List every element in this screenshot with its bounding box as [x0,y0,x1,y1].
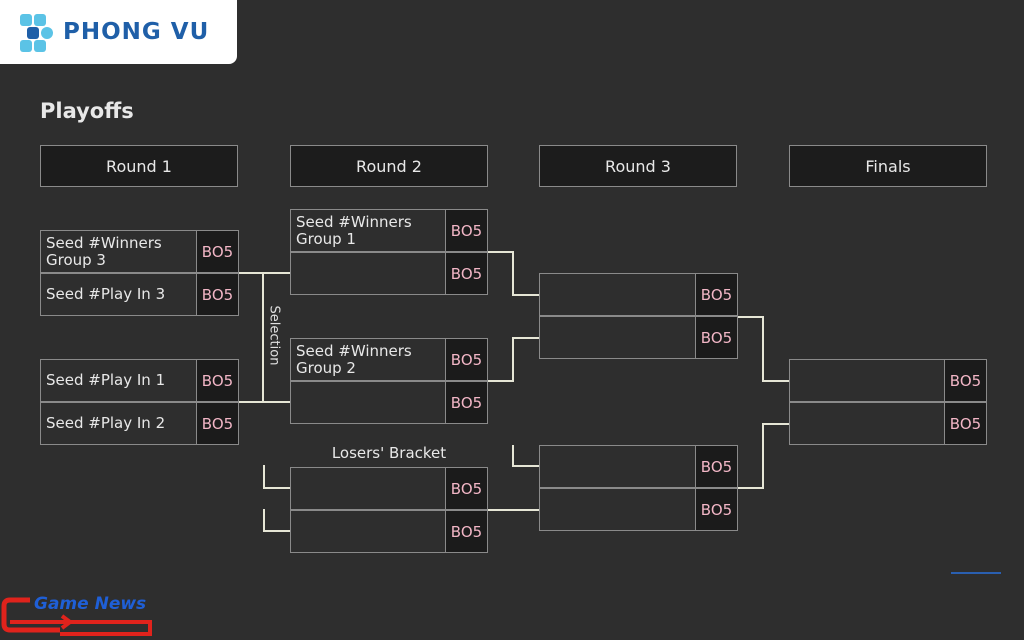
brand-logo: PHONG VU [0,0,237,64]
round3-slot[interactable]: BO5 [539,273,738,316]
losers-bracket-label: Losers' Bracket [331,444,447,462]
match-format: BO5 [445,253,487,294]
match-format: BO5 [445,210,487,251]
round-2-header: Round 2 [290,145,488,187]
team-name [291,382,445,423]
match-format: BO5 [445,511,487,552]
round2-slot[interactable]: BO5 [290,252,488,295]
brand-name: PHONG VU [63,19,210,45]
match-format: BO5 [196,274,238,315]
match-format: BO5 [445,339,487,380]
round2-slot[interactable]: Seed #Winners Group 2 BO5 [290,338,488,381]
selection-label: Selection [266,305,282,365]
match-format: BO5 [445,382,487,423]
team-name [291,468,445,509]
team-name [790,403,944,444]
round-1-header: Round 1 [40,145,238,187]
team-name [790,360,944,401]
team-name: Seed #Play In 3 [46,285,166,303]
round1-slot[interactable]: Seed #Play In 3 BO5 [40,273,239,316]
divider-line [951,572,1001,574]
team-name: Seed #Winners Group 2 [296,341,412,377]
match-format: BO5 [196,360,238,401]
match-format: BO5 [695,446,737,487]
round2-slot[interactable]: Seed #Winners Group 1 BO5 [290,209,488,252]
finals-header: Finals [789,145,987,187]
round3-slot[interactable]: BO5 [539,316,738,359]
round1-slot[interactable]: Seed #Play In 2 BO5 [40,402,239,445]
finals-slot[interactable]: BO5 [789,402,987,445]
team-name [540,274,695,315]
page-title: Playoffs [40,99,134,123]
round3-slot[interactable]: BO5 [539,488,738,531]
team-name: Seed #Play In 1 [46,371,166,389]
game-news-text: Game News [34,594,147,614]
team-name [291,253,445,294]
brand-logo-icon [20,14,53,52]
match-format: BO5 [944,403,986,444]
round3-slot[interactable]: BO5 [539,445,738,488]
game-news-logo-icon [1,597,152,636]
team-name: Seed #Winners Group 3 [46,233,162,269]
finals-slot[interactable]: BO5 [789,359,987,402]
team-name: Seed #Play In 2 [46,414,166,432]
round1-slot[interactable]: Seed #Play In 1 BO5 [40,359,239,402]
match-format: BO5 [695,317,737,358]
losers-bracket-slot[interactable]: BO5 [290,467,488,510]
team-name [540,489,695,530]
team-name: Seed #Winners Group 1 [296,212,412,248]
match-format: BO5 [695,489,737,530]
team-name [291,511,445,552]
match-format: BO5 [695,274,737,315]
losers-bracket-slot[interactable]: BO5 [290,510,488,553]
match-format: BO5 [196,231,238,272]
match-format: BO5 [196,403,238,444]
match-format: BO5 [944,360,986,401]
round-3-header: Round 3 [539,145,737,187]
match-format: BO5 [445,468,487,509]
team-name [540,446,695,487]
round2-slot[interactable]: BO5 [290,381,488,424]
round1-slot[interactable]: Seed #Winners Group 3 BO5 [40,230,239,273]
team-name [540,317,695,358]
